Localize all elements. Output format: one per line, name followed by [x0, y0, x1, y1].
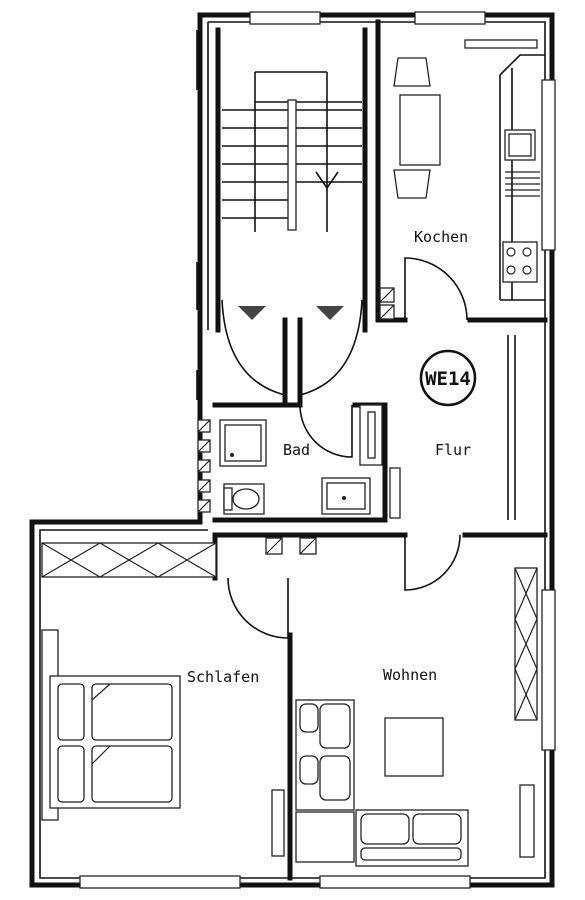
room-label-bedroom: Schlafen [187, 668, 259, 686]
drainboard [505, 171, 540, 197]
kitchen: Kochen [393, 39, 545, 301]
room-label-hall: Flur [435, 441, 471, 459]
room-label-kitchen: Kochen [414, 228, 468, 246]
living-room: Wohnen [295, 567, 538, 867]
stair-arrow-icon [238, 306, 266, 320]
bedroom: Schlafen [41, 542, 285, 857]
kitchen-table [399, 94, 441, 166]
hall-cabinet [389, 467, 401, 519]
unit-badge [419, 349, 477, 407]
staircase [221, 71, 363, 396]
shafts [197, 287, 395, 555]
windows [79, 11, 556, 889]
kitchen-chair [393, 57, 431, 87]
room-label-bath: Bad [283, 441, 310, 459]
kitchen-chair [393, 169, 431, 199]
double-bed [49, 675, 181, 809]
stair-arrow-icon [316, 306, 344, 320]
living-table [384, 717, 444, 777]
room-label-living: Wohnen [383, 666, 437, 684]
unit-badge-label: WE14 [425, 368, 471, 390]
wardrobe [41, 542, 217, 578]
doors [227, 257, 468, 639]
living-shelf [514, 567, 538, 721]
bathroom: Bad [219, 404, 383, 515]
hall: WE14 Flur [389, 349, 477, 519]
sofa [295, 699, 469, 867]
